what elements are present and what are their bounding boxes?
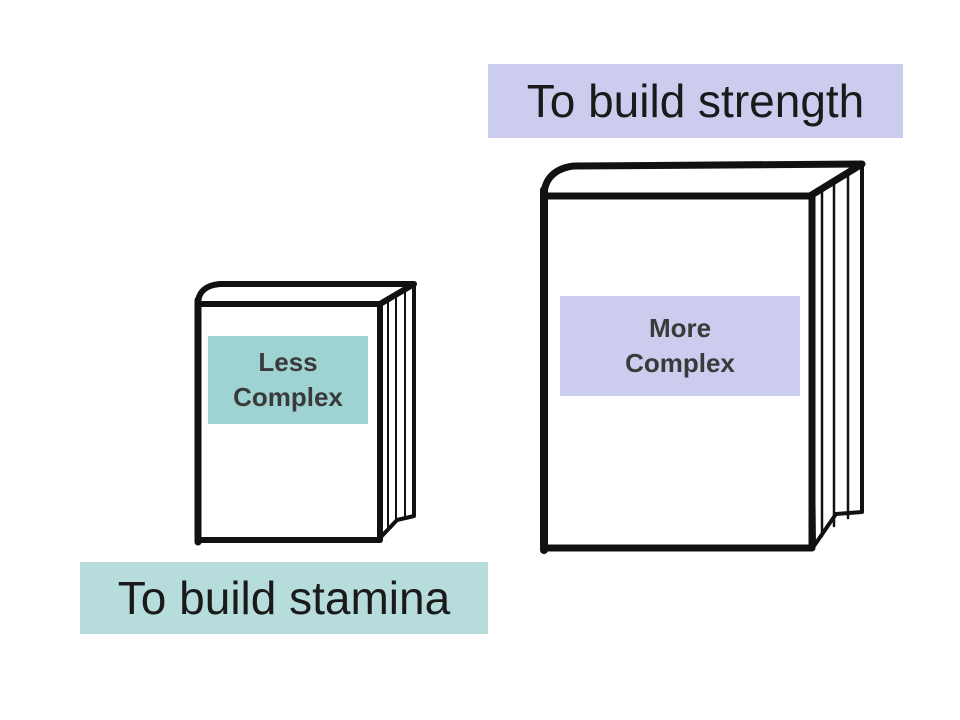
less-complex-label: Less Complex (208, 336, 368, 424)
more-complex-line-1: More (648, 312, 712, 343)
more-complex-label: More Complex (560, 296, 800, 396)
less-complex-line-2: Complex (233, 382, 343, 412)
strength-label: To build strength (488, 64, 903, 138)
stamina-label: To build stamina (80, 562, 488, 634)
less-complex-line-1: Less (258, 346, 318, 377)
more-complex-line-2: Complex (625, 348, 735, 378)
